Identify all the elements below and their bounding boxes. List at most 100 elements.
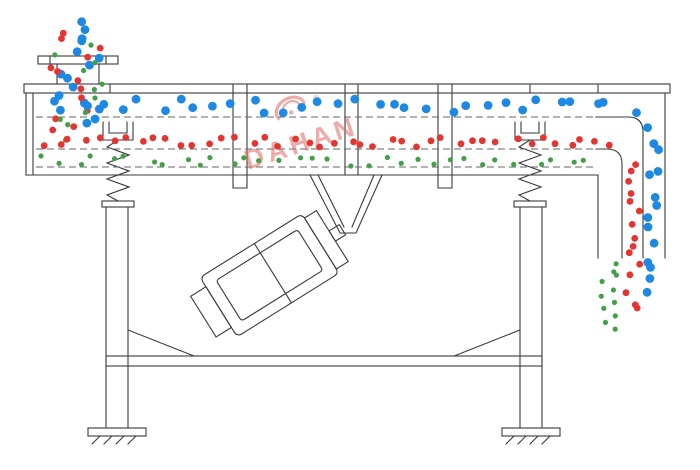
dahan-watermark: ® DAHAN <box>240 92 361 175</box>
particle-green <box>447 157 453 163</box>
particle-red <box>629 243 637 250</box>
particle-red <box>628 221 636 228</box>
particle-blue <box>645 170 654 180</box>
particle-red <box>206 140 214 148</box>
particle-green <box>461 155 467 162</box>
particle-green <box>78 162 85 168</box>
particle-blue <box>652 201 662 210</box>
particle-green <box>112 156 118 162</box>
particle-red <box>49 126 57 134</box>
particle-red <box>491 138 499 146</box>
particle-blue <box>77 36 87 46</box>
particle-blue <box>632 108 641 118</box>
particle-green <box>612 313 618 319</box>
particle-green <box>602 319 609 325</box>
particle-red <box>636 260 644 268</box>
discharge-chutes <box>595 92 666 259</box>
particle-blue <box>649 238 659 248</box>
particle-blue <box>225 99 235 108</box>
particle-red <box>625 249 633 257</box>
particle-blue <box>650 193 660 202</box>
particle-red <box>389 136 397 143</box>
particle-red <box>398 137 406 145</box>
particle-red <box>478 137 486 145</box>
particle-red <box>457 140 465 148</box>
particle-red <box>551 140 559 148</box>
screen-decks <box>36 116 596 168</box>
particle-blue <box>251 95 260 105</box>
particle-blue <box>649 139 659 149</box>
particle-green <box>185 157 192 163</box>
particle-red <box>632 161 639 169</box>
particle-blue <box>94 53 104 63</box>
particle-red <box>469 137 476 145</box>
particle-blue <box>501 98 511 107</box>
particle-red <box>54 68 61 75</box>
particle-red <box>78 94 85 102</box>
particle-blue <box>68 82 78 92</box>
particle-red <box>627 190 635 197</box>
spring-right <box>513 121 547 208</box>
particle-red <box>149 134 157 142</box>
particle-red <box>576 136 583 143</box>
particle-red <box>350 138 357 146</box>
particle-green <box>91 86 97 93</box>
particle-blue <box>557 97 567 107</box>
particle-blue <box>131 94 141 104</box>
particle-blue <box>643 222 653 232</box>
particle-blue <box>161 106 170 116</box>
particle-green <box>152 159 158 165</box>
center-bracket <box>309 174 383 234</box>
particle-green <box>398 160 404 166</box>
particle-blue <box>350 94 360 104</box>
leg-right <box>501 206 561 445</box>
particle-red <box>231 133 238 141</box>
particle-green <box>547 157 554 163</box>
particle-red <box>316 143 323 151</box>
particle-red <box>625 178 632 185</box>
particle-red <box>188 142 196 149</box>
particle-red <box>84 53 92 61</box>
particle-green <box>571 159 577 165</box>
particle-blue <box>118 105 128 114</box>
particle-red <box>74 77 82 84</box>
particle-green <box>511 161 517 167</box>
particle-red <box>47 64 55 72</box>
particle-green <box>81 67 87 74</box>
particle-red <box>635 207 643 215</box>
particle-red <box>77 85 85 93</box>
particle-green <box>309 155 315 161</box>
vibration-motor <box>189 209 349 338</box>
particle-red <box>569 141 577 149</box>
particle-blue <box>654 145 663 155</box>
particle-green <box>207 155 213 161</box>
particle-blue <box>80 25 90 35</box>
particle-green <box>120 153 126 159</box>
particle-blue <box>99 99 109 109</box>
particle-blue <box>565 97 575 106</box>
particle-red <box>70 123 78 130</box>
particle-red <box>111 137 119 145</box>
particle-blue <box>645 274 655 283</box>
particle-green <box>539 161 545 167</box>
particle-red <box>626 271 634 279</box>
particle-red <box>413 143 420 151</box>
particle-blue <box>518 105 528 115</box>
particle-blue <box>297 103 307 112</box>
particle-red <box>369 143 376 151</box>
particle-blue <box>188 103 198 113</box>
particle-green <box>92 95 98 101</box>
particle-red <box>622 289 630 297</box>
particle-red <box>427 137 435 145</box>
particle-red <box>140 138 147 145</box>
particle-red <box>96 44 104 52</box>
particle-red <box>177 142 185 149</box>
particle-green <box>480 162 486 168</box>
particle-blue <box>77 17 87 27</box>
particle-green <box>232 161 238 167</box>
particle-blue <box>83 101 92 111</box>
particle-blue <box>85 60 94 70</box>
particle-red <box>331 139 338 147</box>
